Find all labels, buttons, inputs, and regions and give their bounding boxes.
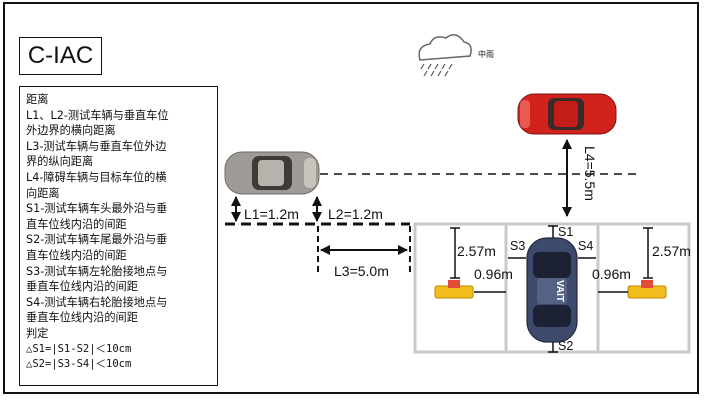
legend-formula: △S1=|S1-S2|＜10cm bbox=[26, 342, 132, 355]
l3-label: L3=5.0m bbox=[334, 263, 389, 279]
left-width-label: 2.57m bbox=[457, 243, 496, 259]
l2-label: L2=1.2m bbox=[328, 206, 383, 222]
legend-line: S2-测试车辆车尾最外沿与垂 bbox=[26, 233, 168, 247]
parked-car bbox=[526, 237, 578, 343]
legend-line: L4-障碍车辆与目标车位的横 bbox=[26, 170, 167, 184]
s4-label: S4 bbox=[578, 239, 593, 253]
diagram-frame bbox=[3, 2, 699, 394]
legend-line: L1、L2-测试车辆与垂直车位 bbox=[26, 108, 169, 122]
s2-label: S2 bbox=[558, 339, 573, 353]
legend-line: 直车位线内沿的间距 bbox=[26, 248, 127, 262]
rain-cloud-icon bbox=[418, 34, 472, 77]
left-barrier bbox=[434, 280, 474, 299]
test-car bbox=[224, 151, 320, 195]
legend-line: S3-测试车辆左轮胎接地点与 bbox=[26, 264, 168, 278]
legend-line: S4-测试车辆右轮胎接地点与 bbox=[26, 295, 168, 309]
left-gap-label: 0.96m bbox=[474, 266, 513, 282]
right-barrier bbox=[627, 280, 667, 299]
legend-line: 直车位线内沿的间距 bbox=[26, 217, 127, 231]
right-gap-label: 0.96m bbox=[592, 266, 631, 282]
legend-line: 判定 bbox=[26, 326, 49, 340]
legend-line: L3-测试车辆与垂直车位外边 bbox=[26, 139, 167, 153]
l1-label: L1=1.2m bbox=[244, 206, 299, 222]
legend-line: 垂直车位线内沿的间距 bbox=[26, 280, 138, 294]
s1-label: S1 bbox=[558, 225, 573, 239]
obstacle-car bbox=[517, 93, 617, 135]
l4-label: L4=5.5m bbox=[582, 146, 598, 201]
s3-label: S3 bbox=[510, 239, 525, 253]
legend-line: 垂直车位线内沿的间距 bbox=[26, 311, 138, 325]
legend-line: 界的纵向距离 bbox=[26, 155, 94, 169]
title-box: C-IAC bbox=[19, 37, 102, 75]
legend-line: 外边界的横向距离 bbox=[26, 124, 116, 138]
weather-label: 中雨 bbox=[478, 49, 494, 59]
legend-box: 距离 L1、L2-测试车辆与垂直车位 外边界的横向距离 L3-测试车辆与垂直车位… bbox=[19, 86, 218, 386]
parked-car-text: VAIT bbox=[554, 280, 565, 302]
legend-line: 距离 bbox=[26, 93, 49, 106]
title-text: C-IAC bbox=[27, 42, 94, 69]
right-width-label: 2.57m bbox=[652, 243, 691, 259]
legend-line: 向距离 bbox=[26, 186, 60, 200]
legend-formula: △S2=|S3-S4|＜10cm bbox=[26, 358, 132, 371]
legend-line: S1-测试车辆车头最外沿与垂 bbox=[26, 202, 168, 216]
